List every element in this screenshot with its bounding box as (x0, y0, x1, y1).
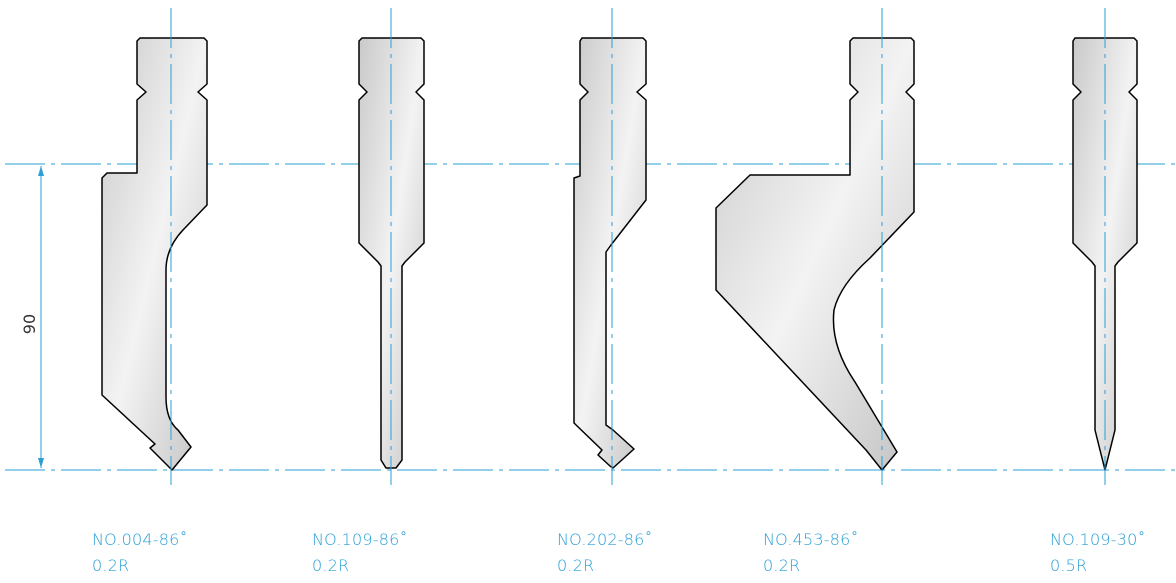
punch-202-86-profile (573, 37, 647, 469)
tool-code: NO.453-86˚ (763, 530, 859, 549)
tool-code: NO.202-86˚ (557, 530, 653, 549)
tool-label-202: NO.202-86˚ 0.2R (557, 527, 653, 579)
tool-code: NO.004-86˚ (92, 530, 188, 549)
tool-code: NO.109-30˚ (1050, 530, 1146, 549)
tool-radius: 0.2R (312, 556, 350, 575)
tool-radius: 0.5R (1050, 556, 1088, 575)
tool-label-109-30: NO.109-30˚ 0.5R (1050, 527, 1146, 579)
height-dimension-value: 90 (20, 313, 39, 335)
tool-label-004: NO.004-86˚ 0.2R (92, 527, 188, 579)
tool-radius: 0.2R (557, 556, 595, 575)
tool-label-109-86: NO.109-86˚ 0.2R (312, 527, 408, 579)
tool-radius: 0.2R (92, 556, 130, 575)
punch-453-86-profile (715, 37, 915, 471)
height-dimension (38, 166, 44, 468)
tool-code: NO.109-86˚ (312, 530, 408, 549)
tool-radius: 0.2R (763, 556, 801, 575)
punch-004-profile (101, 37, 208, 471)
tool-label-453: NO.453-86˚ 0.2R (763, 527, 859, 579)
